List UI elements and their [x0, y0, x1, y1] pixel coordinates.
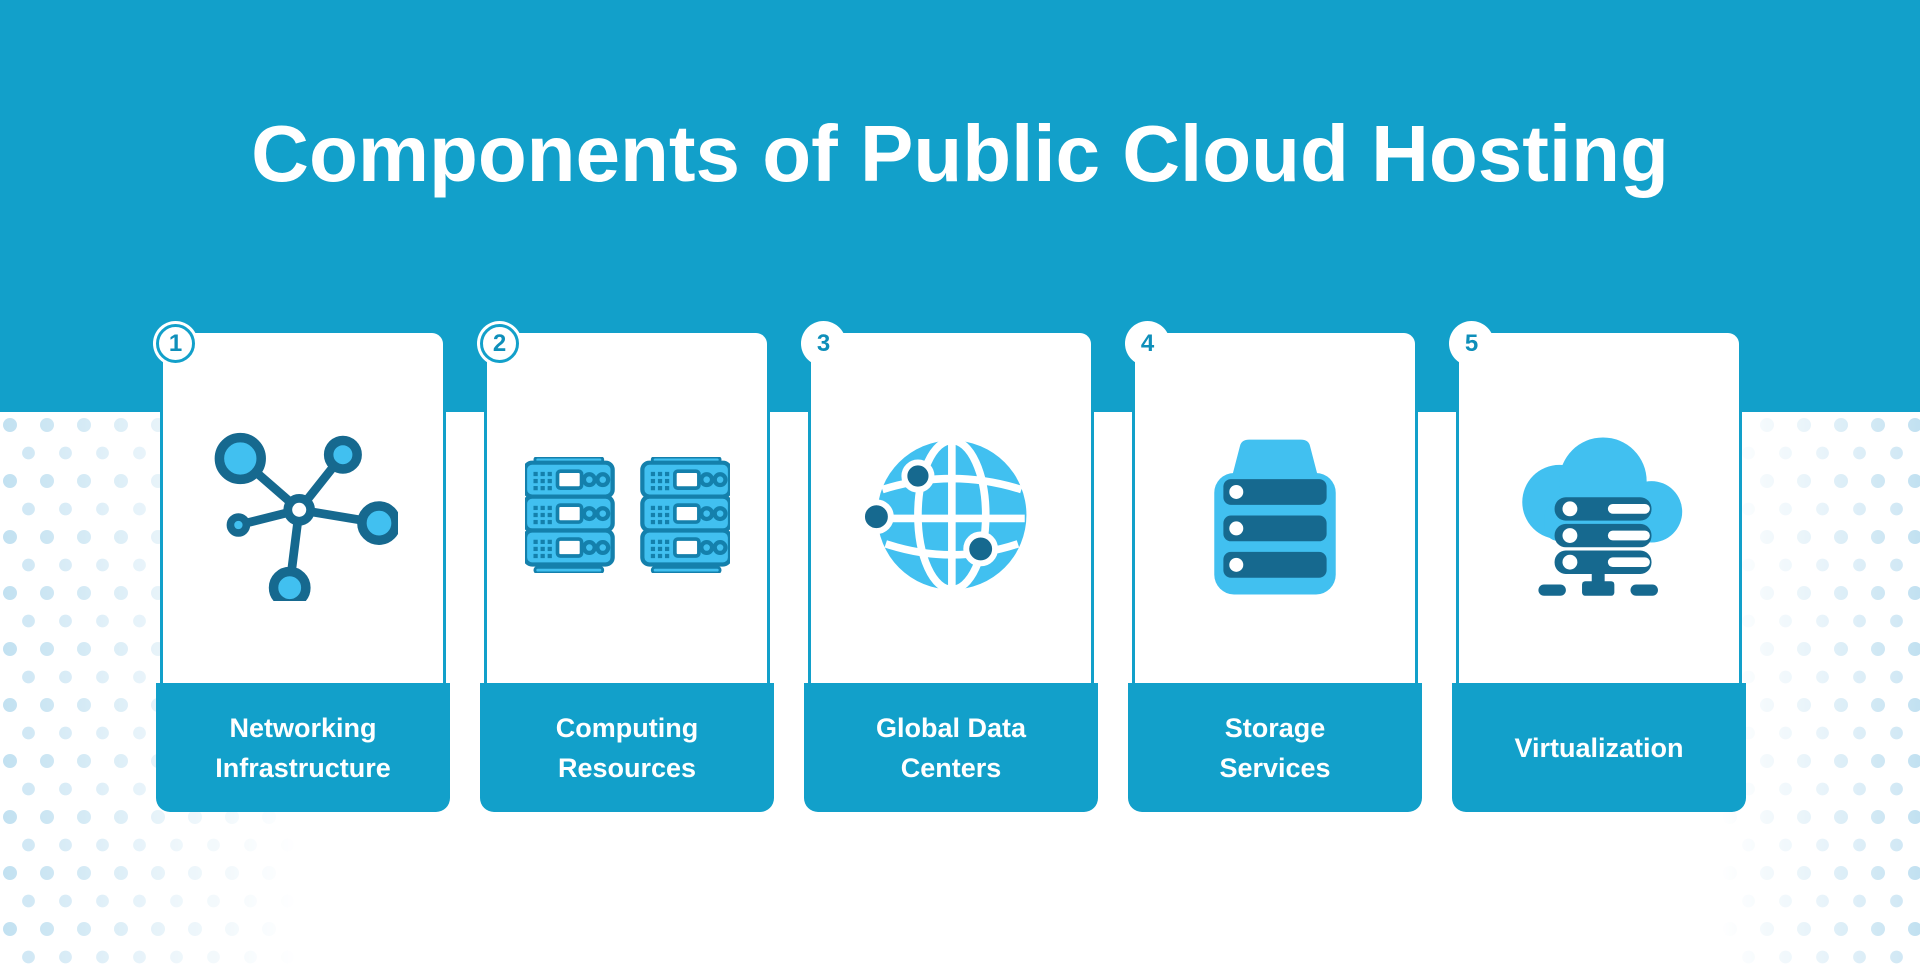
step-badge-1: 1 — [153, 321, 198, 366]
step-number: 3 — [816, 329, 831, 357]
page-title: Components of Public Cloud Hosting — [251, 109, 1669, 198]
step-number: 1 — [168, 329, 183, 357]
card-computing-resources: 2 — [477, 321, 774, 812]
card-storage-services: 4 Storage Services — [1125, 321, 1422, 812]
card-networking-infrastructure: 1 — [153, 321, 450, 812]
step-number: 5 — [1464, 329, 1479, 357]
cards-row: 1 — [153, 321, 1746, 812]
step-number: 4 — [1140, 329, 1155, 357]
card-label-band: Virtualization — [1452, 683, 1746, 812]
storage-drives-icon — [1214, 439, 1336, 594]
card-label: Storage Services — [1219, 712, 1331, 783]
card-icon-area — [160, 330, 446, 683]
globe-network-icon — [862, 436, 1027, 594]
card-label: Computing Resources — [555, 712, 699, 783]
card-label: Global Data Centers — [875, 712, 1027, 783]
card-icon-area — [808, 330, 1094, 683]
step-badge-3: 3 — [801, 321, 846, 366]
card-icon-area — [1456, 330, 1742, 683]
card-icon-area — [1132, 330, 1418, 683]
step-badge-2: 2 — [477, 321, 522, 366]
network-nodes-icon — [214, 432, 398, 601]
card-label: Virtualization — [1514, 732, 1684, 763]
step-badge-5: 5 — [1449, 321, 1494, 366]
step-number: 2 — [492, 329, 507, 357]
card-label-band: Global Data Centers — [804, 683, 1098, 812]
card-label-band: Storage Services — [1128, 683, 1422, 812]
dot-pattern-right — [1720, 412, 1920, 970]
cloud-servers-icon — [1522, 437, 1683, 596]
card-virtualization: 5 — [1449, 321, 1746, 812]
step-badge-4: 4 — [1125, 321, 1170, 366]
card-icon-area — [484, 330, 770, 683]
card-label: Networking Infrastructure — [215, 712, 391, 783]
card-label-band: Networking Infrastructure — [156, 683, 450, 812]
server-racks-icon — [525, 457, 730, 573]
card-global-data-centers: 3 Global Data C — [801, 321, 1098, 812]
card-label-band: Computing Resources — [480, 683, 774, 812]
